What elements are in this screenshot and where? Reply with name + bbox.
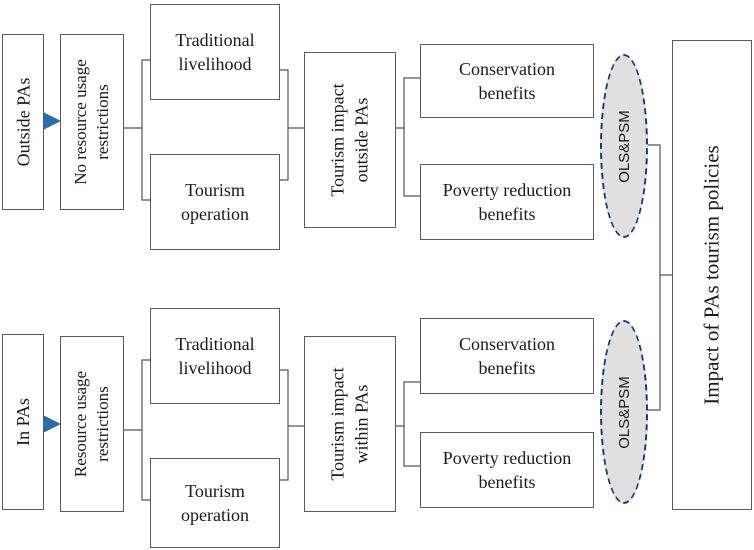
traditional-livelihood-box-bottom: Traditional livelihood xyxy=(150,308,280,404)
no-resource-restrictions-label: No resource usage restrictions xyxy=(71,59,112,185)
tourism-impact-outside-box: Tourism impact outside PAs xyxy=(304,52,396,228)
poverty-reduction-box-top: Poverty reduction benefits xyxy=(420,164,594,240)
conservation-benefits-box-top: Conservation benefits xyxy=(420,44,594,118)
in-pas-label: In PAs xyxy=(13,398,34,446)
brace-livelihood-bottom xyxy=(280,369,304,481)
ols-psm-ellipse-top: OLS&PSM xyxy=(600,54,648,238)
ols-psm-label-top: OLS&PSM xyxy=(615,109,633,183)
poverty-reduction-box-bottom: Poverty reduction benefits xyxy=(420,432,594,508)
tourism-impact-within-label: Tourism impact within PAs xyxy=(328,367,373,481)
no-resource-restrictions-box: No resource usage restrictions xyxy=(60,34,124,210)
tourism-operation-box-top: Tourism operation xyxy=(150,154,280,250)
traditional-livelihood-box-top: Traditional livelihood xyxy=(150,4,280,100)
resource-restrictions-label: Resource usage restrictions xyxy=(71,370,112,478)
ols-psm-ellipse-bottom: OLS&PSM xyxy=(600,320,648,504)
tourism-impact-outside-label: Tourism impact outside PAs xyxy=(328,83,373,197)
brace-impact-bottom xyxy=(396,381,420,467)
brace-livelihood-top xyxy=(280,69,304,181)
brace-impact-top xyxy=(396,77,420,197)
ols-psm-label-bottom: OLS&PSM xyxy=(615,375,633,449)
brace-restriction-bottom xyxy=(124,359,150,501)
in-pas-box: In PAs xyxy=(2,334,44,510)
impact-policies-box: Impact of PAs tourism policies xyxy=(672,40,752,510)
tourism-impact-within-box: Tourism impact within PAs xyxy=(304,336,396,512)
resource-restrictions-box: Resource usage restrictions xyxy=(60,336,124,512)
conservation-benefits-box-bottom: Conservation benefits xyxy=(420,318,594,394)
outside-pas-label: Outside PAs xyxy=(13,77,34,167)
tourism-operation-box-bottom: Tourism operation xyxy=(150,458,280,548)
impact-policies-label: Impact of PAs tourism policies xyxy=(700,145,724,405)
brace-restriction-top xyxy=(124,59,150,201)
outside-pas-box: Outside PAs xyxy=(2,34,44,210)
